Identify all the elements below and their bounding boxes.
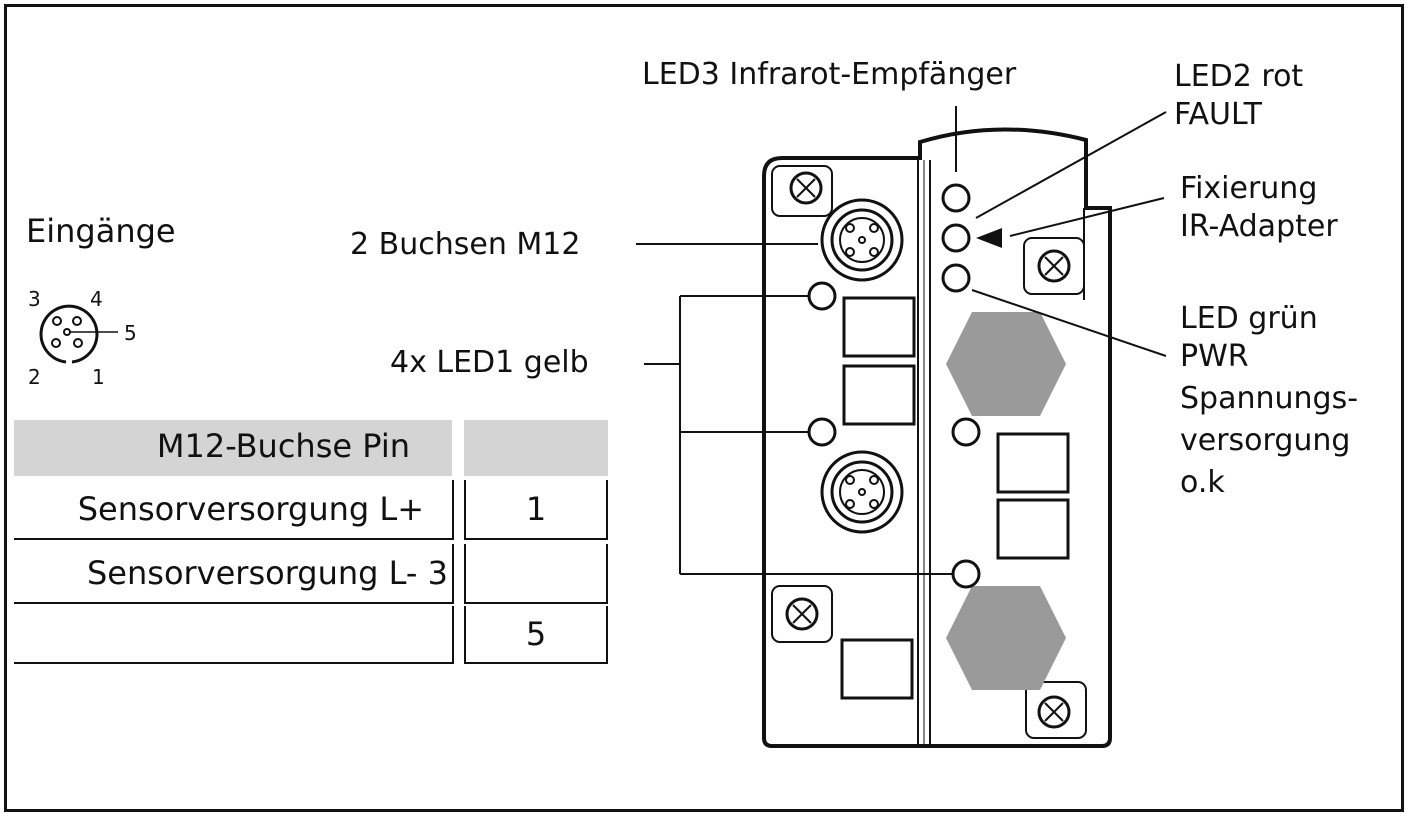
label-led-green-line2: PWR [1180,339,1249,374]
hex-plug-icon [946,586,1066,690]
m12-socket-icon [820,198,904,282]
pin-number-4: 4 [90,287,103,311]
diagram-frame [4,4,1404,812]
led-green [941,263,971,293]
screw-icon [771,585,833,643]
m12-socket-icon [820,450,904,534]
label-led-green-line5: o.k [1180,465,1225,500]
label-led-green-line4: versorgung [1180,423,1351,458]
table-header-pin: M12-Buchse Pin [14,420,452,476]
label-fixierung-line2: IR-Adapter [1180,209,1338,244]
led1-yellow [951,417,981,447]
screw-icon [771,165,833,217]
label-fixierung-line1: Fixierung [1180,171,1318,206]
table-row-2-value [464,544,608,604]
screw-icon [1025,681,1087,739]
led1-yellow [807,281,837,311]
table-row-2-label: Sensorversorgung L- 3 [14,544,454,604]
pin-number-2: 2 [28,365,41,389]
label-led-green-line3: Spannungs- [1180,381,1359,416]
label-led1: 4x LED1 gelb [390,345,589,380]
label-led3: LED3 Infrarot-Empfänger [642,57,1017,92]
label-buchsen: 2 Buchsen M12 [350,227,581,262]
led1-yellow [951,559,981,589]
screw-icon [1023,237,1085,295]
led3-infrared [941,183,971,213]
inputs-title: Eingänge [26,212,176,250]
leader-lines [636,106,1167,575]
label-led2-line1: LED2 rot [1174,59,1304,94]
led2-red [941,223,971,253]
m12-pinout-icon [39,304,118,364]
table-row-1-label: Sensorversorgung L+ [14,480,454,540]
label-led2-line2: FAULT [1174,97,1262,132]
table-row-3-label [14,606,454,664]
fixing-triangle-icon [976,228,1002,248]
pin-number-1: 1 [92,365,105,389]
hex-plug-icon [946,312,1066,416]
pin-number-3: 3 [28,287,41,311]
table-row-1-value: 1 [464,480,608,540]
table-row-3-value: 5 [464,606,608,664]
label-led-green-line1: LED grün [1180,301,1318,336]
label-field [840,296,1070,700]
pin-number-5: 5 [124,321,137,345]
led1-yellow [807,417,837,447]
device-body [762,127,1112,748]
table-header-value [464,420,608,476]
